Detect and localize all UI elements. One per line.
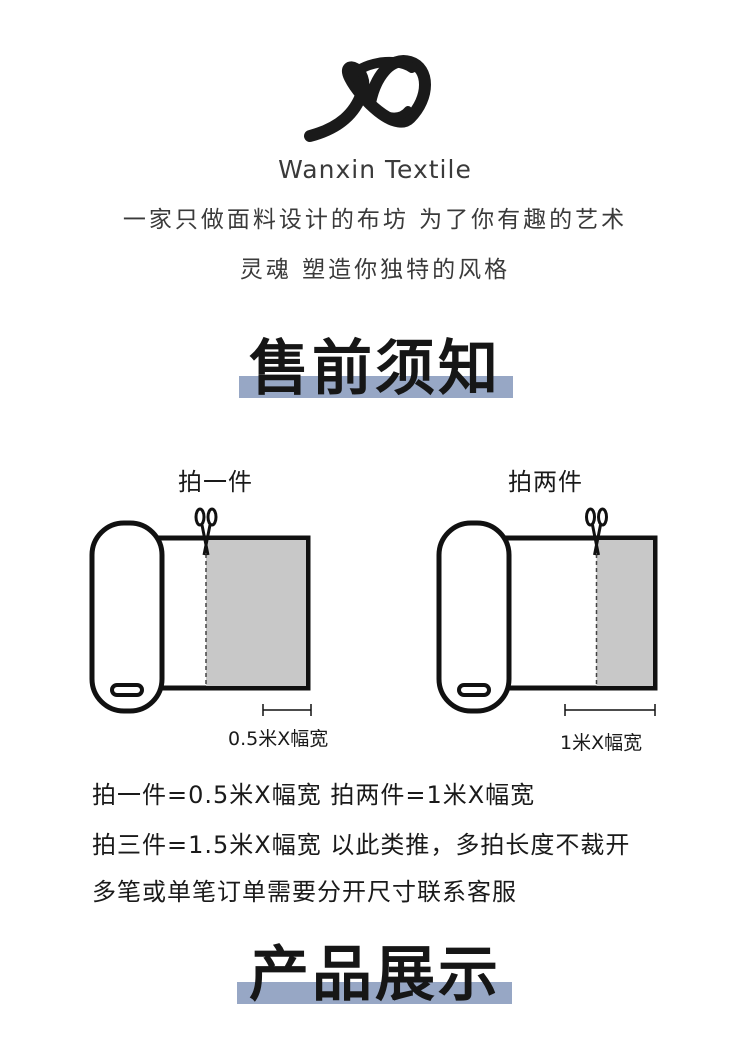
slogan-line-1: 一家只做面料设计的布坊 为了你有趣的艺术 (122, 207, 628, 233)
note-line-1: 拍一件=0.5米X幅宽 拍两件=1米X幅宽 (92, 781, 536, 809)
measure-bracket-two (564, 704, 656, 716)
title-accent-bar (239, 376, 513, 398)
diagram-label-two: 拍两件 (508, 468, 583, 496)
fabric-roll-icon (436, 520, 512, 714)
brand-name: Wanxin Textile (278, 155, 472, 184)
scissors-icon (194, 507, 218, 556)
roll-core (457, 683, 491, 697)
fabric-roll-icon (89, 520, 165, 714)
measure-label-one: 0.5米X幅宽 (228, 728, 329, 750)
title-accent-bar-2 (237, 982, 512, 1004)
fabric-cut-section (596, 540, 653, 686)
fabric-roll-diagram-one (89, 507, 311, 714)
measure-label-two: 1米X幅宽 (560, 732, 643, 754)
diagram-label-one: 拍一件 (178, 468, 253, 496)
note-line-2: 拍三件=1.5米X幅宽 以此类推，多拍长度不裁开 (92, 831, 631, 859)
fabric-roll-diagram-two (436, 507, 658, 714)
slogan-line-2: 灵魂 塑造你独特的风格 (239, 257, 511, 283)
notice-title: 售前须知 (249, 334, 501, 404)
note-line-3: 多笔或单笔订单需要分开尺寸联系客服 (92, 878, 517, 906)
product-title: 产品展示 (249, 940, 501, 1010)
scissors-icon (585, 507, 608, 556)
ribbon-knot-logo-icon (304, 55, 431, 142)
roll-core (110, 683, 144, 697)
fabric-cut-section (206, 540, 306, 686)
measure-bracket-one (262, 704, 312, 716)
